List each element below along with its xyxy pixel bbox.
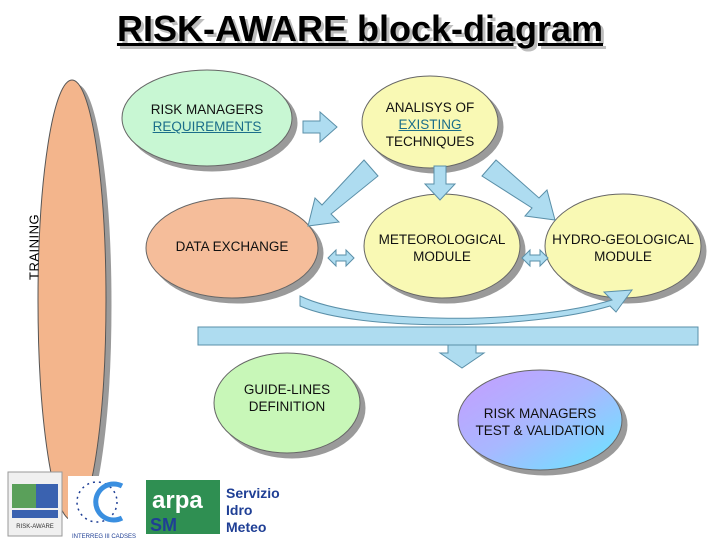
- label-gld-line2: DEFINITION: [248, 399, 326, 414]
- node-risk-managers-requirements: [121, 69, 293, 167]
- arrow-bar-down: [438, 344, 486, 369]
- diagram-title: RISK-AWARE block-diagram: [116, 8, 604, 49]
- label-hgm-line2: MODULE: [594, 249, 652, 264]
- label-analysis-existing-techniques: ANALISYS OF EXISTING TECHNIQUES: [362, 96, 498, 152]
- node-analysis-existing-techniques: [361, 75, 499, 169]
- servizio-line2: Idro: [226, 502, 252, 518]
- label-rmtv-line1: RISK MANAGERS: [483, 406, 597, 421]
- node-data-exchange: [145, 197, 319, 299]
- servizio-line1: Servizio: [226, 485, 280, 501]
- label-hgm-line1: HYDRO-GEOLOGICAL: [552, 232, 694, 247]
- curved-arrow-modules-loop: [299, 289, 634, 326]
- label-mm-line2: MODULE: [413, 249, 471, 264]
- training-ellipse: [37, 79, 107, 521]
- logo-servizio-idro-meteo: Servizio Idro Meteo: [226, 485, 280, 535]
- label-de-line1: DATA EXCHANGE: [175, 238, 289, 254]
- label-data-exchange: DATA EXCHANGE: [146, 236, 318, 256]
- arpa-logo-text: arpa: [152, 487, 203, 514]
- connector-bar: [197, 326, 699, 346]
- label-meteorological-module: METEOROLOGICAL MODULE: [364, 230, 520, 266]
- node-guide-lines-definition: [213, 352, 361, 454]
- risk-aware-badge-text: RISK-AWARE: [16, 524, 54, 530]
- label-hydro-geological-module: HYDRO-GEOLOGICAL MODULE: [545, 230, 701, 266]
- arrow-meteorological-hydro: [521, 248, 549, 268]
- node-risk-managers-test-validation: [457, 369, 623, 471]
- servizio-line3: Meteo: [226, 519, 266, 535]
- label-guide-lines-definition: GUIDE-LINES DEFINITION: [214, 380, 360, 416]
- arrow-data-exchange-meteorological: [327, 248, 355, 268]
- label-aet-line2: EXISTING: [398, 116, 462, 132]
- label-risk-managers-test-validation: RISK MANAGERS TEST & VALIDATION: [458, 404, 622, 440]
- label-risk-managers-requirements: RISK MANAGERS REQUIREMENTS: [122, 98, 292, 138]
- label-gld-line1: GUIDE-LINES: [243, 382, 331, 397]
- logo-arpa: arpa SM: [146, 480, 220, 535]
- label-mm-line1: METEOROLOGICAL: [378, 232, 506, 247]
- label-rmr-line2: REQUIREMENTS: [152, 119, 262, 134]
- intereg-text: INTERREG III CADSES: [72, 534, 136, 540]
- arpa-sm-text: SM: [150, 515, 177, 535]
- arrow-requirements-to-analysis: [302, 110, 338, 144]
- label-rmr-line1: RISK MANAGERS: [150, 102, 264, 117]
- label-aet-line3: TECHNIQUES: [385, 133, 475, 149]
- logo-risk-aware-badge: RISK-AWARE: [7, 471, 63, 537]
- label-rmtv-line2: TEST & VALIDATION: [475, 423, 605, 438]
- arrow-analysis-to-data-exchange: [307, 159, 379, 227]
- arrow-analysis-to-meteorological: [423, 165, 457, 201]
- training-label: TRAINING: [26, 213, 42, 280]
- arrow-analysis-to-hydro: [481, 159, 556, 221]
- label-aet-line1: ANALISYS OF: [385, 99, 475, 115]
- logo-eu-stars: INTERREG III CADSES: [68, 476, 138, 540]
